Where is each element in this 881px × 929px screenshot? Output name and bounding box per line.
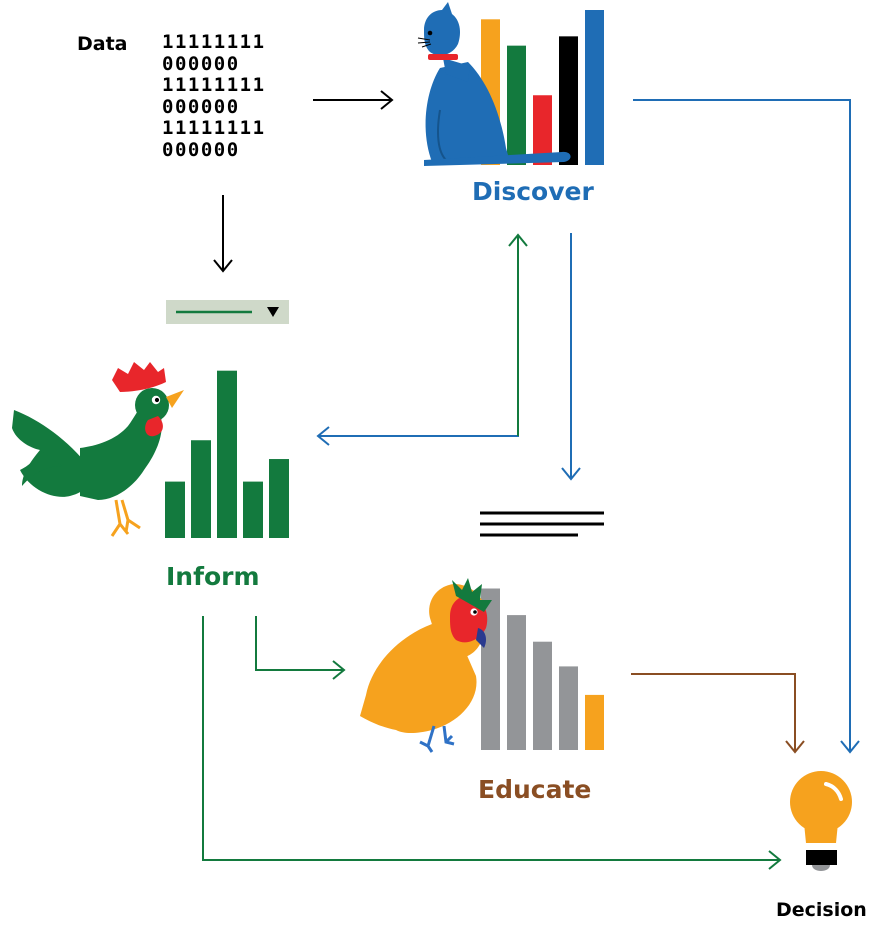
arrow-discover-to-inform [316,238,519,446]
educate-label: Educate [478,775,592,804]
arrow-educate-to-decision [631,673,805,754]
cat-icon [417,2,571,166]
decision-label: Decision [776,899,867,921]
data-label: Data [77,33,128,55]
discover-bar [507,45,526,165]
discover-bar [533,95,552,165]
discover-bar-chart [481,10,604,165]
discover-label: Discover [472,177,594,206]
inform-bar [165,481,185,538]
inform-bar [217,370,237,538]
binary-row: 11111111 [162,117,266,139]
binary-data-block: 11111111 000000 11111111 000000 11111111… [162,31,266,161]
inform-bar [191,440,211,538]
arrow-discover-to-decision [633,99,860,754]
inform-bar-chart [165,370,289,538]
arrow-discover-to-educate [561,233,581,481]
lightbulb-icon [790,771,852,871]
arrow-inform-to-discover [508,233,528,436]
binary-row: 11111111 [162,74,266,96]
educate-bar [559,666,578,750]
parrot-icon [360,578,492,753]
discover-bar [559,36,578,165]
inform-bar [269,459,289,538]
binary-row: 000000 [162,138,240,161]
arrow-data-to-discover [313,90,394,110]
arrow-inform-to-decision [202,616,782,870]
inform-label: Inform [166,562,260,591]
inform-bar [243,481,263,538]
binary-row: 11111111 [162,31,266,53]
educate-bar [481,588,500,750]
arrow-data-to-inform [213,195,233,273]
discover-bar [585,10,604,165]
educate-bar [507,615,526,750]
binary-row: 000000 [162,52,240,75]
arrow-inform-to-educate [255,616,346,680]
educate-bar [533,641,552,750]
educate-bar [585,694,604,750]
rooster-icon [12,362,184,537]
text-lines-icon [480,511,604,537]
binary-row: 000000 [162,95,240,118]
dropdown-icon [166,300,289,324]
educate-bar-chart [481,588,604,750]
